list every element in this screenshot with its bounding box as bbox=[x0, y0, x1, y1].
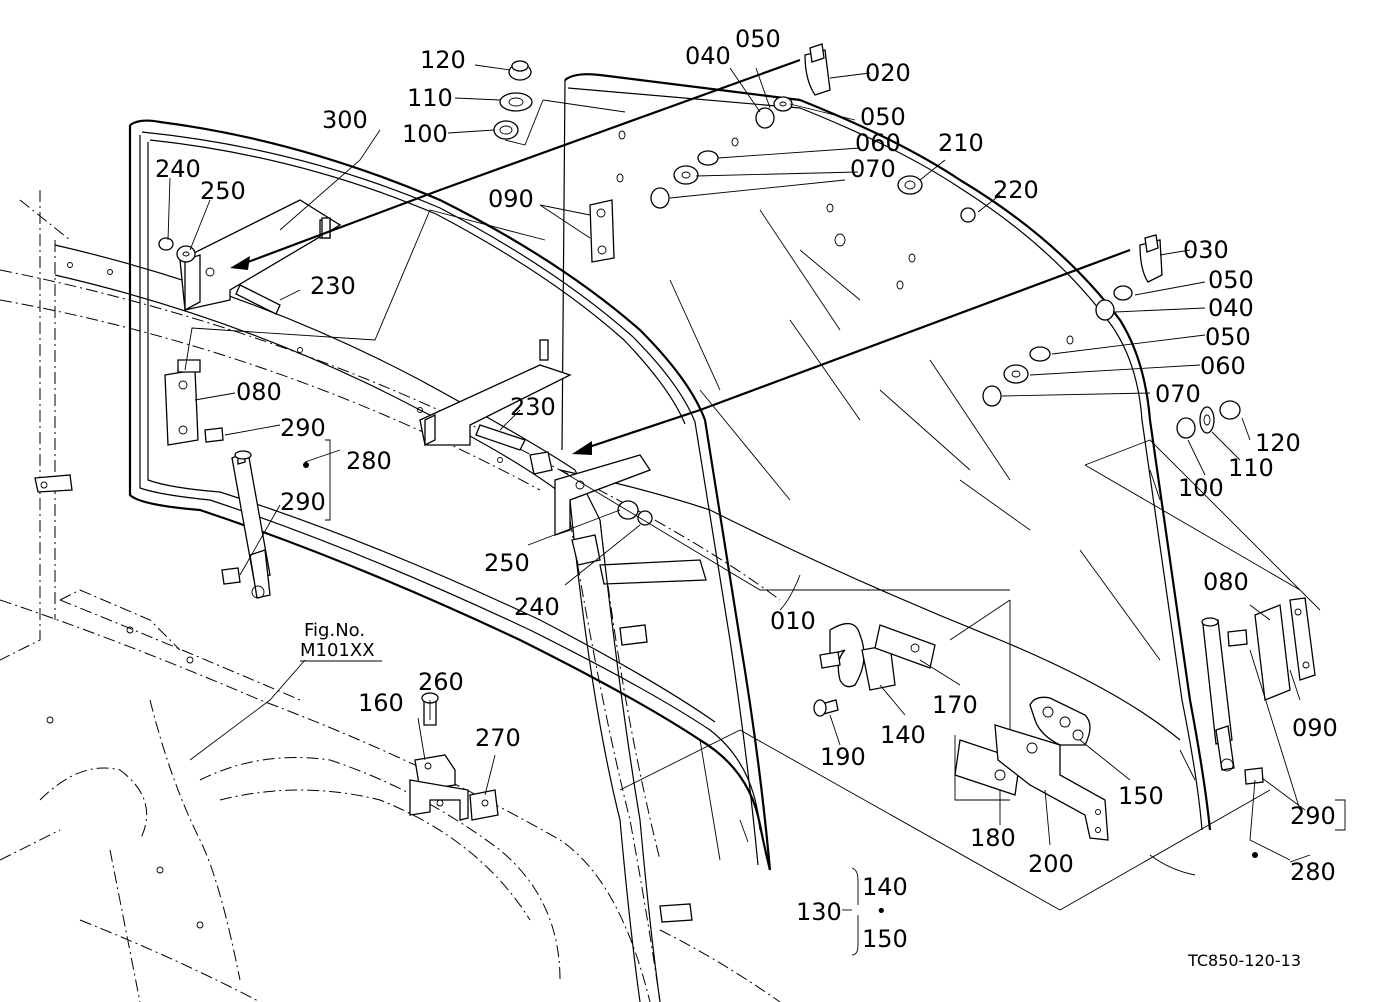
left-hinge-bracket bbox=[164, 359, 201, 446]
callout-110-right: 110 bbox=[1228, 454, 1274, 482]
callout-170: 170 bbox=[932, 691, 978, 719]
callout-020: 020 bbox=[865, 59, 911, 87]
cab-frame-outline bbox=[0, 190, 781, 1002]
callout-030: 030 bbox=[1183, 236, 1229, 264]
striker-150 bbox=[1029, 696, 1091, 746]
callout-090-upper: 090 bbox=[488, 185, 534, 213]
callout-070-right: 070 bbox=[1155, 380, 1201, 408]
bracket-200 bbox=[994, 724, 1109, 841]
ref-fig-label: Fig.No. bbox=[304, 620, 365, 641]
callout-180: 180 bbox=[970, 824, 1016, 852]
callout-120-top: 120 bbox=[420, 46, 466, 74]
callout-150: 150 bbox=[1118, 782, 1164, 810]
roof-rail bbox=[54, 244, 661, 1002]
callout-190: 190 bbox=[820, 743, 866, 771]
callout-040-right: 040 bbox=[1208, 294, 1254, 322]
callout-260: 260 bbox=[418, 668, 464, 696]
callout-230-center: 230 bbox=[510, 393, 556, 421]
callout-labels: 120 110 100 300 240 250 230 080 290 280 … bbox=[155, 25, 1338, 886]
callout-240-left: 240 bbox=[155, 155, 201, 183]
plate-090-upper bbox=[589, 199, 615, 263]
hardware-right bbox=[982, 234, 1241, 439]
screw-190 bbox=[813, 699, 839, 717]
set-item-150: 150 bbox=[862, 925, 908, 953]
callout-010: 010 bbox=[770, 607, 816, 635]
set-group-130: 130 140 • 150 bbox=[796, 873, 908, 953]
hardware-top-left bbox=[493, 60, 533, 140]
callout-280-left: 280 bbox=[346, 447, 392, 475]
callout-060-top: 060 bbox=[855, 129, 901, 157]
gas-strut-left bbox=[204, 427, 271, 599]
hardware-top-center bbox=[616, 43, 976, 290]
gas-strut-right bbox=[1201, 617, 1264, 785]
callout-120-right: 120 bbox=[1255, 429, 1301, 457]
callout-160: 160 bbox=[358, 689, 404, 717]
callout-290-lower-left: 290 bbox=[280, 488, 326, 516]
latch-140 bbox=[819, 623, 896, 691]
callout-060-right: 060 bbox=[1200, 352, 1246, 380]
callout-220: 220 bbox=[993, 176, 1039, 204]
front-glass-outline bbox=[559, 73, 1212, 831]
plate-170 bbox=[874, 624, 936, 669]
ref-fig-number: M101XX bbox=[300, 640, 375, 661]
callout-140: 140 bbox=[880, 721, 926, 749]
set-item-140: 140 bbox=[862, 873, 908, 901]
callout-230-left: 230 bbox=[310, 272, 356, 300]
leader-lines bbox=[167, 64, 1346, 956]
callout-070-top: 070 bbox=[850, 155, 896, 183]
callout-110-top: 110 bbox=[407, 84, 453, 112]
reference-arrows bbox=[230, 58, 1131, 455]
callout-290-upper-left: 290 bbox=[280, 414, 326, 442]
callout-050-mid: 050 bbox=[860, 103, 906, 131]
callout-040-top: 040 bbox=[685, 42, 731, 70]
drawing-code: TC850-120-13 bbox=[1187, 951, 1301, 970]
callout-290-right: 290 bbox=[1290, 802, 1336, 830]
door-glass-outline bbox=[128, 119, 772, 871]
right-hinge-bracket bbox=[1254, 597, 1316, 701]
callout-250-left: 250 bbox=[200, 177, 246, 205]
callout-100-top: 100 bbox=[402, 120, 448, 148]
callout-050-right-a: 050 bbox=[1208, 266, 1254, 294]
callout-300: 300 bbox=[322, 106, 368, 134]
callout-210: 210 bbox=[938, 129, 984, 157]
callout-280-right: 280 bbox=[1290, 858, 1336, 886]
callout-090-right: 090 bbox=[1292, 714, 1338, 742]
callout-250-center: 250 bbox=[484, 549, 530, 577]
callout-080-left: 080 bbox=[236, 378, 282, 406]
callout-050-right-b: 050 bbox=[1205, 323, 1251, 351]
set-label-130: 130 bbox=[796, 898, 842, 926]
callout-080-right: 080 bbox=[1203, 568, 1249, 596]
callout-240-center: 240 bbox=[514, 593, 560, 621]
callout-050-top: 050 bbox=[735, 25, 781, 53]
set-separator: • bbox=[876, 901, 887, 922]
hardware-misc bbox=[158, 237, 653, 821]
callout-270: 270 bbox=[475, 724, 521, 752]
callout-100-right: 100 bbox=[1178, 474, 1224, 502]
callout-200: 200 bbox=[1028, 850, 1074, 878]
